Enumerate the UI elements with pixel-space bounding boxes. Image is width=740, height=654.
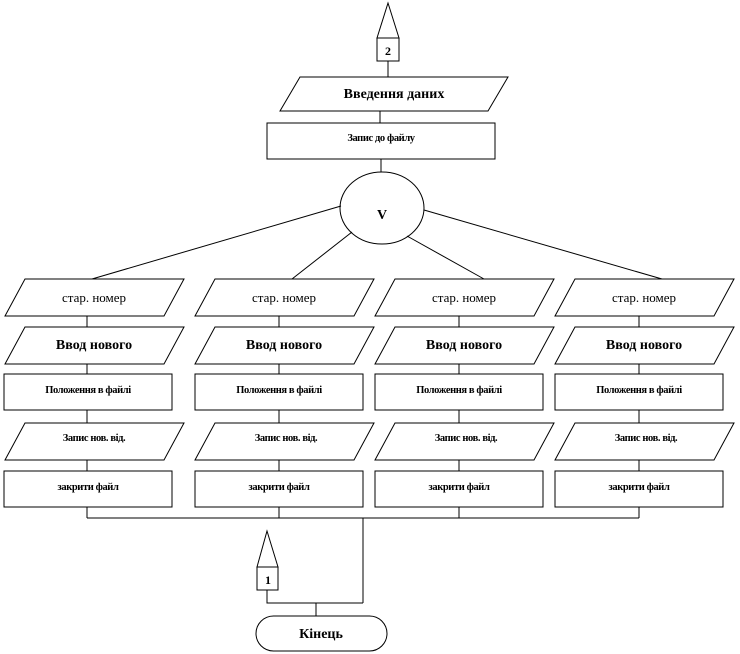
write-new-label: Запис нов. від. bbox=[255, 433, 318, 444]
close-file-label: закрити файл bbox=[249, 482, 310, 493]
position-label: Положення в файлі bbox=[236, 385, 322, 396]
branch-line-1 bbox=[91, 205, 342, 280]
connector-top: 2 bbox=[376, 1, 400, 62]
position-label: Положення в файлі bbox=[416, 385, 502, 396]
column-4: стар. номер Ввод нового Положення в файл… bbox=[554, 278, 735, 518]
old-number-label: стар. номер bbox=[62, 290, 126, 305]
branch-node-label: V bbox=[377, 208, 387, 223]
input-new-label: Ввод нового bbox=[426, 338, 502, 353]
position-label: Положення в файлі bbox=[596, 385, 682, 396]
close-file-label: закрити файл bbox=[58, 482, 119, 493]
column-3: стар. номер Ввод нового Положення в файл… bbox=[374, 278, 555, 518]
branch-node: V bbox=[339, 171, 425, 245]
old-number-label: стар. номер bbox=[612, 290, 676, 305]
write-new-label: Запис нов. від. bbox=[435, 433, 498, 444]
branch-line-4 bbox=[423, 209, 663, 280]
column-2: стар. номер Ввод нового Положення в файл… bbox=[194, 278, 375, 518]
branch-line-2 bbox=[291, 231, 353, 280]
input-new-label: Ввод нового bbox=[56, 338, 132, 353]
close-file-label: закрити файл bbox=[609, 482, 670, 493]
input-new-label: Ввод нового bbox=[246, 338, 322, 353]
branch-line-3 bbox=[406, 235, 485, 280]
connector-top-label: 2 bbox=[385, 44, 391, 58]
input-data-label: Введення даних bbox=[344, 87, 445, 102]
position-label: Положення в файлі bbox=[45, 385, 131, 396]
old-number-label: стар. номер bbox=[252, 290, 316, 305]
write-new-label: Запис нов. від. bbox=[615, 433, 678, 444]
input-data-block: Введення даних bbox=[279, 76, 509, 112]
connector-bottom: 1 bbox=[256, 529, 279, 591]
connector-bottom-label: 1 bbox=[265, 573, 271, 587]
end-label: Кінець bbox=[299, 627, 343, 642]
column-1: стар. номер Ввод нового Положення в файл… bbox=[3, 278, 185, 518]
write-file-block: Запис до файлу bbox=[266, 122, 496, 160]
close-file-label: закрити файл bbox=[429, 482, 490, 493]
write-file-label: Запис до файлу bbox=[347, 133, 415, 144]
end-terminator: Кінець bbox=[255, 615, 388, 652]
input-new-label: Ввод нового bbox=[606, 338, 682, 353]
write-new-label: Запис нов. від. bbox=[63, 433, 126, 444]
old-number-label: стар. номер bbox=[432, 290, 496, 305]
